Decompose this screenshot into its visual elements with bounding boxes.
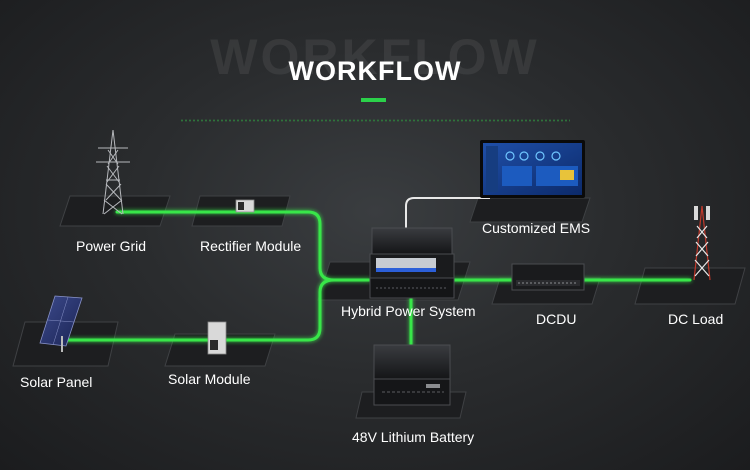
- solar-module-icon: [207, 321, 227, 355]
- page-title: WORKFLOW: [288, 56, 462, 86]
- platform-power-grid: [59, 195, 171, 227]
- label-hybrid-power-system: Hybrid Power System: [341, 303, 476, 319]
- label-solar-panel: Solar Panel: [20, 374, 93, 390]
- platform-ems: [469, 197, 591, 223]
- label-dcdu: DCDU: [536, 311, 577, 327]
- battery-icon: [373, 344, 451, 406]
- title-underline: [361, 98, 386, 102]
- label-solar-module: Solar Module: [168, 371, 251, 387]
- monitor-icon: [480, 140, 585, 198]
- watermark-title: WORKFLOW: [210, 29, 540, 85]
- solar-panel-icon: [39, 295, 83, 352]
- platform-dc-load: [634, 267, 746, 305]
- dcdu-icon: [511, 263, 585, 291]
- label-power-grid: Power Grid: [76, 238, 147, 254]
- ems-link-line: [405, 197, 490, 230]
- label-dc-load: DC Load: [668, 311, 724, 327]
- rectifier-icon: [235, 199, 255, 213]
- dotted-divider: [180, 119, 570, 122]
- flow-solar-to-hybrid: [58, 278, 336, 342]
- label-customized-ems: Customized EMS: [482, 220, 591, 236]
- cabinet-icon: [369, 227, 455, 299]
- antenna-icon: [693, 205, 711, 281]
- label-rectifier-module: Rectifier Module: [200, 238, 302, 254]
- label-lithium-battery: 48V Lithium Battery: [352, 429, 475, 445]
- tower-icon: [96, 129, 130, 215]
